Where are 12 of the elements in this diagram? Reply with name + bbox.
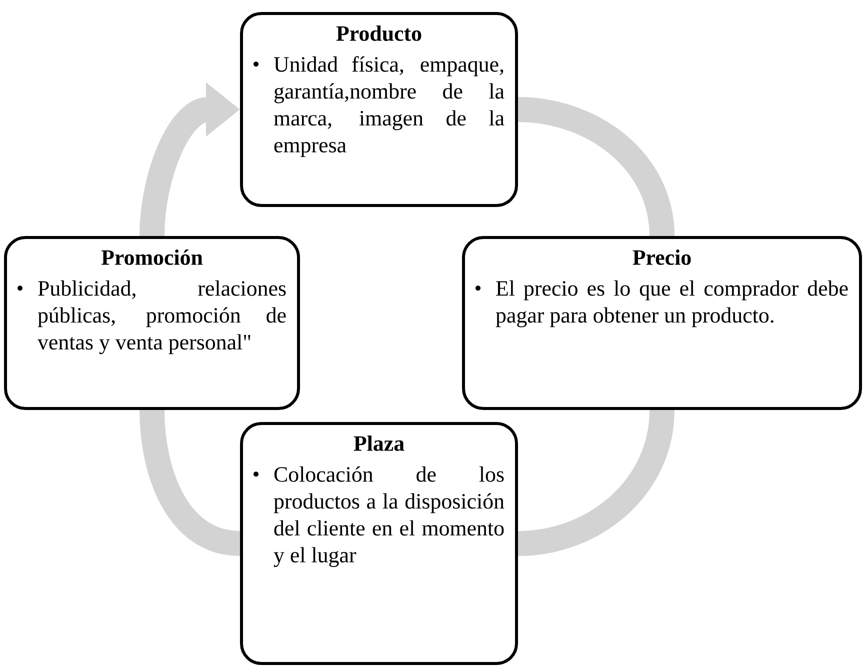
content-box — [240, 422, 518, 665]
bullet-text: El precio es lo que el comprador debe pagar para obtener un producto. — [496, 280, 848, 328]
bullet-text: Colocación de los productos a la disposición del cliente en el momento y el lugar — [274, 466, 504, 568]
box-heading: Plaza — [354, 436, 404, 451]
content-box — [462, 236, 862, 410]
content-box — [4, 236, 300, 410]
box-heading: Precio — [632, 250, 691, 265]
box-heading: Promoción — [101, 249, 203, 265]
bullet-text: Publicidad, relaciones públicas, promoción de ventas y venta personal" — [38, 280, 286, 354]
content-box — [240, 12, 518, 207]
bullet-text: Unidad física, empaque, garantía,nombre de la marca, imagen de la empresa — [274, 56, 504, 157]
box-heading: Producto — [336, 26, 422, 41]
